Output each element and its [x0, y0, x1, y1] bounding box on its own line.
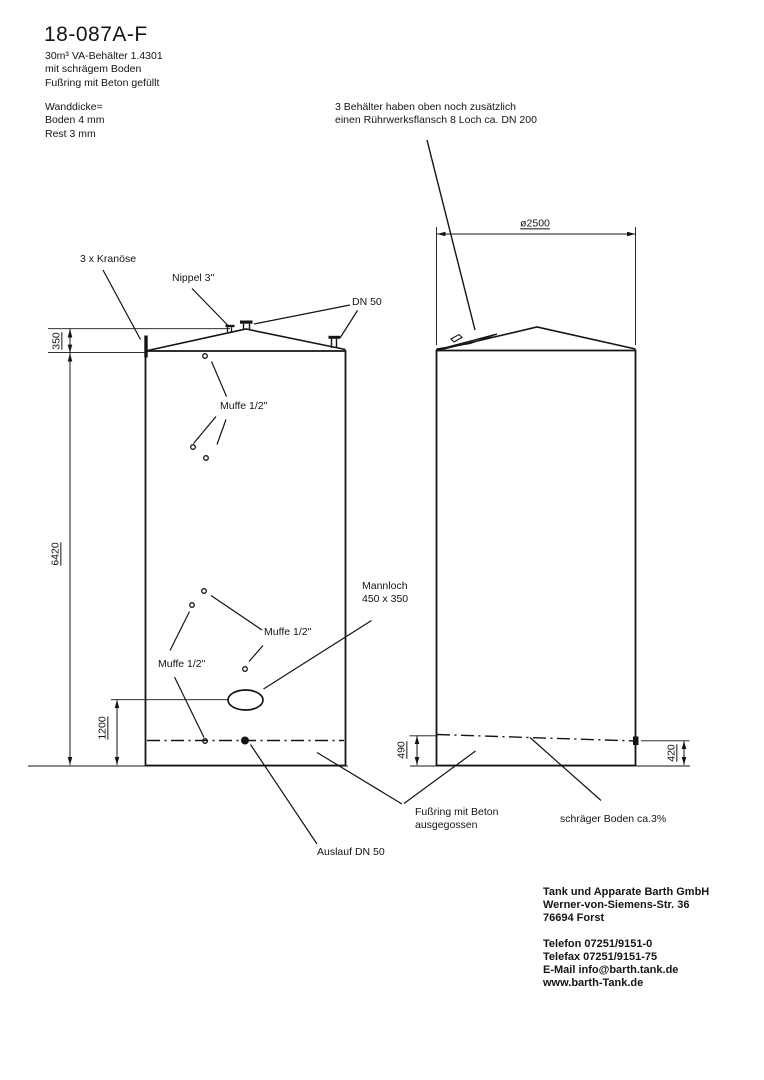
tank-roof-cone	[436, 326, 636, 352]
leader-muffe-top-c	[216, 419, 227, 445]
leader-muffe-low-b	[173, 676, 205, 738]
apex-nozzle-cap	[240, 320, 253, 324]
dim-2500: ø2500	[520, 217, 550, 230]
company-phone: Telefon 07251/9151-0	[543, 938, 653, 950]
wall-thickness-line: Boden 4 mm	[45, 114, 105, 127]
nippel-neck	[226, 327, 233, 332]
company-email: E-Mail info@barth.tank.de	[543, 964, 679, 976]
apex-nozzle-neck	[242, 323, 251, 329]
label-fussring: Fußring mit Beton ausgegossen	[415, 806, 498, 833]
ruehrwerksflansch-shape	[436, 333, 498, 351]
leader-muffe-low-a	[169, 611, 191, 651]
label-nippel: Nippel 3"	[172, 272, 215, 284]
leader-auslauf	[250, 744, 318, 845]
company-name: Tank und Apparate Barth GmbH	[543, 886, 710, 898]
leader-lines	[102, 139, 602, 845]
wall-thickness-block: Wanddicke= Boden 4 mm Rest 3 mm	[45, 101, 105, 141]
dn50-nozzle-neck	[330, 338, 338, 348]
leader-dn50-apex	[253, 304, 351, 325]
company-web: www.barth-Tank.de	[543, 977, 644, 989]
description-line: mit schrägem Boden	[45, 63, 142, 76]
tank-side-view	[410, 326, 690, 767]
label-fussring-line: ausgegossen	[415, 819, 478, 832]
tank-roof-cone	[145, 328, 346, 352]
sloped-bottom-centerline	[436, 733, 636, 742]
wall-thickness-line: Rest 3 mm	[45, 127, 96, 140]
dim-6420: 6420	[49, 542, 62, 566]
description-block: 30m³ VA-Behälter 1.4301 mit schrägem Bod…	[45, 50, 163, 90]
company-block: Tank und Apparate Barth GmbH Werner-von-…	[543, 886, 709, 990]
leader-mannloch	[263, 619, 372, 690]
leader-muffe-top-b	[193, 416, 217, 444]
leader-kranoese	[102, 269, 142, 340]
drawing-number: 18-087A-F	[44, 23, 148, 46]
bottom-outlet-mark	[633, 736, 639, 745]
mannloch-ellipse	[227, 689, 264, 711]
ruehrwerk-note-line: einen Rührwerksflansch 8 Loch ca. DN 200	[335, 114, 537, 127]
tank-shell-outline	[435, 349, 637, 767]
company-fax: Telefax 07251/9151-75	[543, 951, 658, 963]
description-line: 30m³ VA-Behälter 1.4301	[45, 50, 163, 62]
dim-350: 350	[50, 332, 63, 350]
label-mannloch-line: Mannloch	[362, 580, 408, 592]
leader-fussring-left	[316, 751, 403, 805]
company-street: Werner-von-Siemens-Str. 36	[543, 899, 690, 911]
dn50-nozzle-cap	[328, 335, 340, 339]
company-city: 76694 Forst	[543, 912, 605, 924]
dimension-lines	[48, 227, 690, 765]
ruehrwerksflansch-plate	[450, 333, 463, 343]
label-schraeger-boden: schräger Boden ca.3%	[560, 813, 667, 825]
dim-420: 420	[665, 744, 678, 762]
description-line: Fußring mit Beton gefüllt	[45, 76, 160, 89]
ruehrwerk-note: 3 Behälter haben oben noch zusätzlich ei…	[335, 101, 537, 128]
leader-dn50-side	[339, 310, 359, 339]
label-kranoese: 3 x Kranöse	[80, 253, 137, 265]
ruehrwerk-note-line: 3 Behälter haben oben noch zusätzlich	[335, 101, 516, 113]
label-auslauf: Auslauf DN 50	[317, 846, 385, 858]
leader-muffe-top-a	[210, 361, 228, 397]
leader-ruehrwerk-note	[426, 139, 476, 331]
leader-nippel	[191, 288, 229, 327]
leader-muffe-mid-a	[210, 595, 263, 631]
leader-schraeger-boden	[529, 737, 602, 801]
dim-1200: 1200	[96, 716, 109, 740]
label-mannloch-line: 450 x 350	[362, 593, 409, 606]
label-muffe-top: Muffe 1/2"	[220, 400, 268, 412]
label-muffe-low: Muffe 1/2"	[158, 658, 206, 670]
nippel-cap	[225, 324, 235, 328]
tank-front-view	[28, 320, 348, 767]
dimension-arrowheads	[67, 231, 687, 765]
dim-490: 490	[395, 741, 408, 759]
company-gap	[543, 925, 709, 938]
wall-thickness-line: Wanddicke=	[45, 101, 103, 113]
label-dn50: DN 50	[352, 296, 382, 308]
label-mannloch: Mannloch 450 x 350	[362, 580, 408, 607]
label-muffe-mid: Muffe 1/2"	[264, 626, 312, 638]
label-fussring-line: Fußring mit Beton	[415, 806, 499, 818]
leader-muffe-mid-b	[248, 645, 264, 662]
leader-fussring-right	[403, 750, 476, 804]
